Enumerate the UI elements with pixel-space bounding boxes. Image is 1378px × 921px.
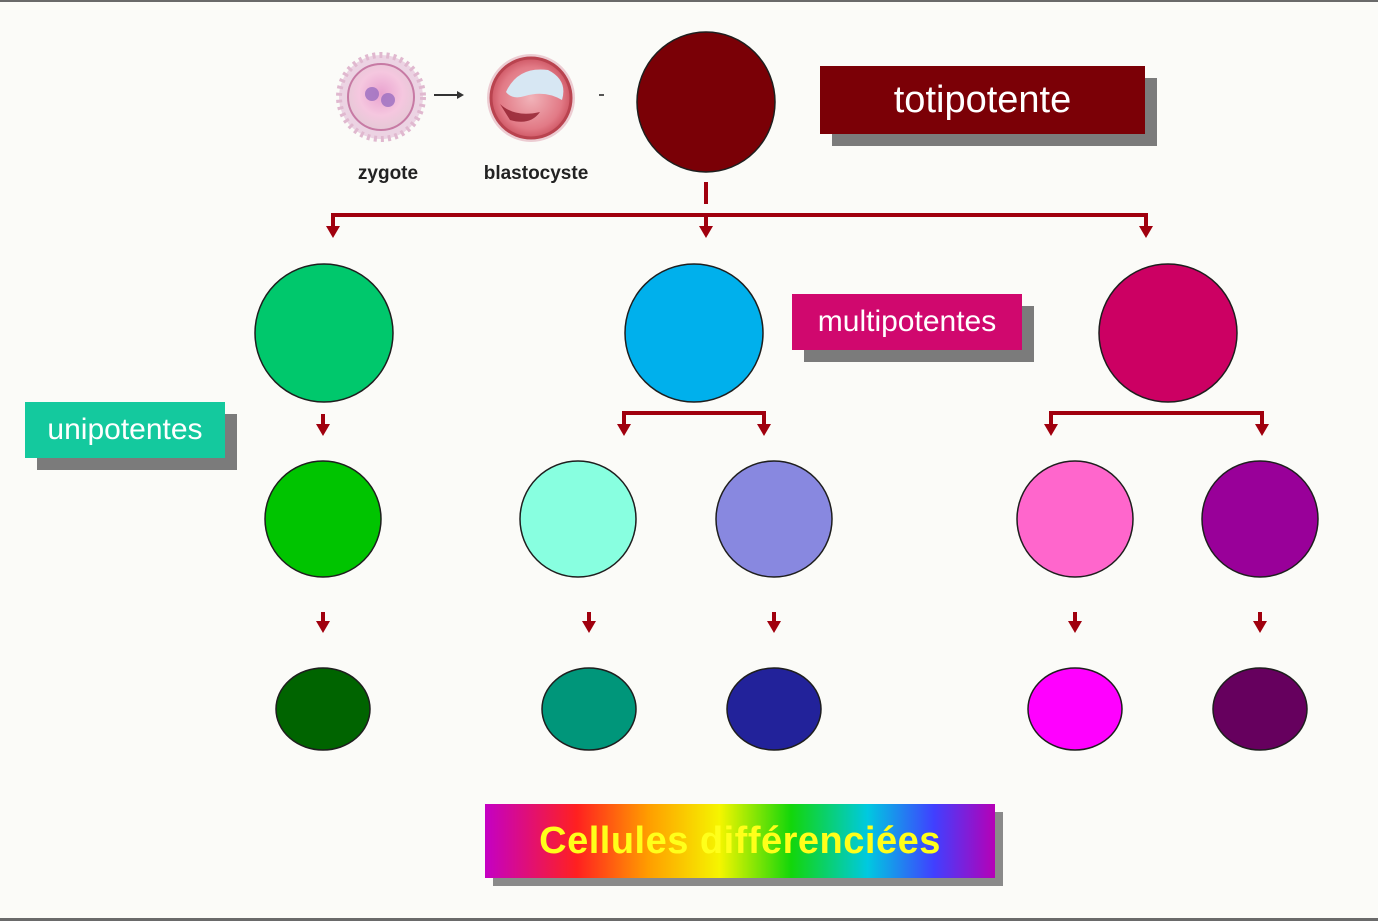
- multipotentes-label: multipotentes: [792, 294, 1034, 362]
- differentiated-cells-text: Cellules différenciées: [485, 804, 995, 878]
- magenta-arrowhead-left: [1044, 424, 1058, 436]
- cells: [254, 31, 1319, 751]
- unipotentes-text: unipotentes: [25, 402, 225, 458]
- progenitor-cell: [519, 460, 637, 578]
- differentiated-cells-banner: Cellules différenciées: [485, 804, 1003, 886]
- blastocyst-illustration: [487, 54, 575, 142]
- totipotent-cell: [636, 31, 776, 173]
- diff-arrow-1-head: [582, 621, 596, 633]
- differentiated-cell: [1212, 667, 1308, 751]
- multipotent-cell-green-lineage: [254, 263, 394, 403]
- multipotentes-text: multipotentes: [792, 294, 1022, 350]
- diff-arrow-0-head: [316, 621, 330, 633]
- totipotente-label: totipotente: [820, 66, 1157, 146]
- branch-arrowhead-1: [699, 226, 713, 238]
- blue-arrowhead-right: [757, 424, 771, 436]
- zygote-caption: zygote: [357, 163, 419, 184]
- diff-arrow-2-head: [767, 621, 781, 633]
- branch-arrowhead-0: [326, 226, 340, 238]
- progenitor-cell: [264, 460, 382, 578]
- diff-arrow-4-head: [1253, 621, 1267, 633]
- green-arrow-head: [316, 424, 330, 436]
- unipotentes-label: unipotentes: [25, 402, 237, 470]
- top-border: [0, 0, 1378, 2]
- lineage-arrows: [316, 182, 1269, 633]
- multipotent-cell-magenta-lineage: [1098, 263, 1238, 403]
- differentiated-cell: [541, 667, 637, 751]
- progenitor-cell: [715, 460, 833, 578]
- zygote-to-blastocyst-arrow: [434, 91, 464, 99]
- magenta-arrowhead-right: [1255, 424, 1269, 436]
- blastocyst-caption: blastocyste: [483, 163, 589, 184]
- differentiated-cell: [726, 667, 822, 751]
- multipotent-cell-blue-lineage: [624, 263, 764, 403]
- totipotente-text: totipotente: [820, 66, 1145, 134]
- progenitor-cell: [1016, 460, 1134, 578]
- branch-arrowhead-2: [1139, 226, 1153, 238]
- zygote-illustration: [336, 52, 426, 142]
- differentiated-cell: [1027, 667, 1123, 751]
- diff-arrow-3-head: [1068, 621, 1082, 633]
- differentiated-cell: [275, 667, 371, 751]
- bottom-border: [0, 918, 1378, 921]
- progenitor-cell: [1201, 460, 1319, 578]
- blue-arrowhead-left: [617, 424, 631, 436]
